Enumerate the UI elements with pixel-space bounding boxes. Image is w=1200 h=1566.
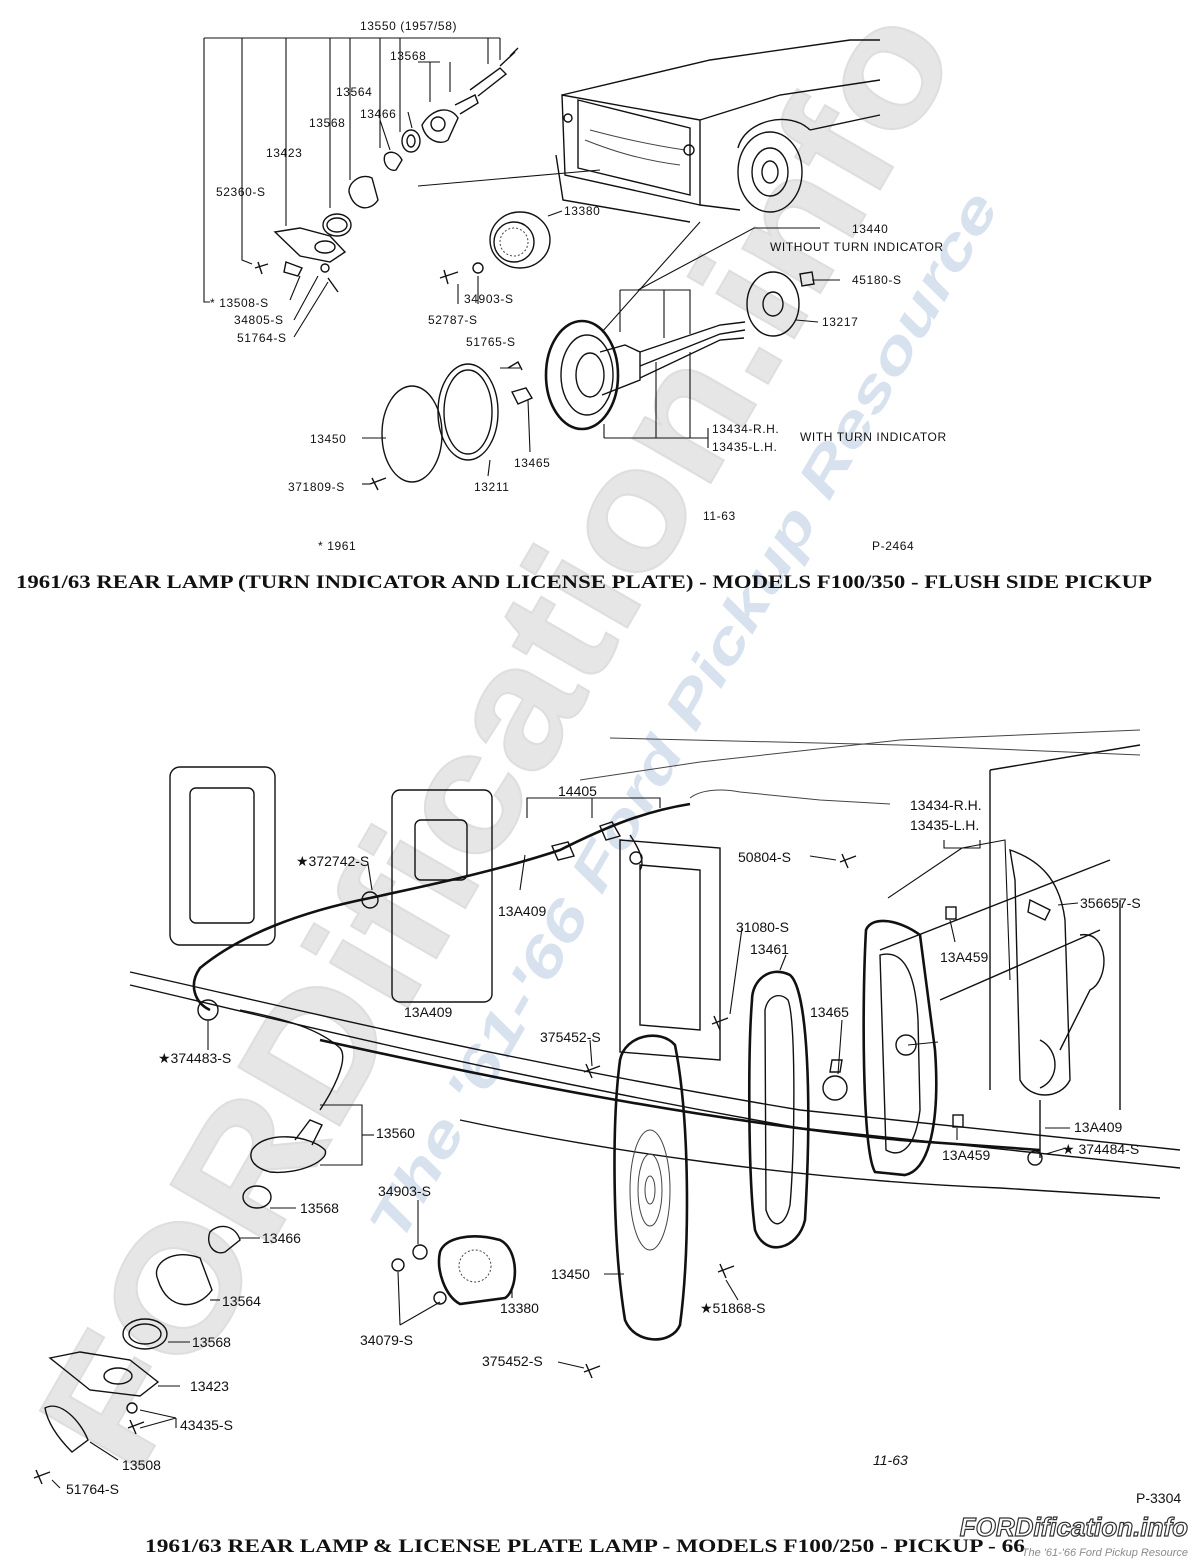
label-43435-s: 43435-S [180,1417,233,1433]
label-13568-upper: 13568 [390,49,426,63]
label-13568-lower: 13568 [309,116,345,130]
label-13564: 13564 [336,85,372,99]
label-13A459-lower: 13A459 [942,1147,990,1163]
label-52360-s: 52360-S [216,185,266,199]
label-374484-s: ★ 374484-S [1062,1141,1139,1157]
label-50804-s: 50804-S [738,849,791,865]
label-13466: 13466 [262,1230,301,1246]
label-356657-s: 356657-S [1080,895,1141,911]
label-13A459-upper: 13A459 [940,949,988,965]
label-13A409-upper: 13A409 [498,903,546,919]
label-14405: 14405 [558,783,597,799]
label-34079-s: 34079-S [360,1332,413,1348]
label-13434-rh: 13434-R.H. [910,797,982,813]
label-34903-s: 34903-S [464,292,514,306]
label-13211: 13211 [474,480,509,494]
top-date-code: 11-63 [703,509,736,523]
label-13568-lower: 13568 [192,1334,231,1350]
label-13461: 13461 [750,941,789,957]
label-13450: 13450 [310,432,346,446]
top-diagram: 13550 (1957/58) 13568 13564 13466 13568 … [16,19,1152,593]
label-371809-s: 371809-S [288,480,345,494]
bottom-labels: 14405 ★372742-S 13A409 13434-R.H. 13435-… [66,783,1181,1506]
label-51764-s: 51764-S [237,331,287,345]
label-13A409-right: 13A409 [1074,1119,1122,1135]
label-375452-s-lower: 375452-S [482,1353,543,1369]
label-13508-s: * 13508-S [210,296,269,310]
watermark-big-text: FORDification.info [2,0,992,1498]
label-13564: 13564 [222,1293,261,1309]
truck-tailgate-drawing [417,39,881,223]
label-13550: 13550 (1957/58) [360,19,457,33]
note-without-turn-indicator: WITHOUT TURN INDICATOR [770,240,944,254]
label-13435-lh: 13435-L.H. [712,440,777,454]
label-13A409-middle: 13A409 [404,1004,452,1020]
label-31080-s: 31080-S [736,919,789,935]
label-375452-s-upper: 375452-S [540,1029,601,1045]
label-13466: 13466 [360,107,396,121]
label-51764-s: 51764-S [66,1481,119,1497]
footer-tagline-text: The '61-'66 Ford Pickup Resource [1022,1547,1188,1559]
top-parts [254,47,815,491]
note-with-turn-indicator: WITH TURN INDICATOR [800,430,947,444]
bottom-diagram: 14405 ★372742-S 13A409 13434-R.H. 13435-… [33,729,1181,1557]
label-13423: 13423 [266,146,302,160]
top-footnote: * 1961 [318,539,356,553]
label-45180-s: 45180-S [852,273,902,287]
bottom-caption: 1961/63 REAR LAMP & LICENSE PLATE LAMP -… [145,1536,1025,1557]
label-13423: 13423 [190,1378,229,1394]
label-13217: 13217 [822,315,858,329]
bottom-lamp-parts [33,853,964,1485]
bottom-figure-code: P-3304 [1136,1490,1181,1506]
label-372742-s: ★372742-S [296,853,369,869]
label-51868-s: ★51868-S [700,1300,765,1316]
label-13465: 13465 [810,1004,849,1020]
label-13508: 13508 [122,1457,161,1473]
label-34903-s: 34903-S [378,1183,431,1199]
label-13434-rh: 13434-R.H. [712,422,779,436]
label-13560: 13560 [376,1125,415,1141]
label-34805-s: 34805-S [234,313,284,327]
label-374483-s: ★374483-S [158,1050,231,1066]
footer-brand-text: FORDification.info [960,1512,1188,1542]
top-leader-lines [203,37,840,485]
top-caption: 1961/63 REAR LAMP (TURN INDICATOR AND LI… [16,572,1152,593]
label-13440: 13440 [852,222,888,236]
top-labels: 13550 (1957/58) 13568 13564 13466 13568 … [210,19,947,553]
label-52787-s: 52787-S [428,313,478,327]
label-13568-upper: 13568 [300,1200,339,1216]
bottom-date-code: 11-63 [873,1452,908,1468]
bottom-leader-lines [51,797,1079,1489]
top-figure-code: P-2464 [872,539,914,553]
label-13380: 13380 [500,1300,539,1316]
label-13380: 13380 [564,204,600,218]
label-51765-s: 51765-S [466,335,516,349]
label-13435-lh: 13435-L.H. [910,817,979,833]
label-13450: 13450 [551,1266,590,1282]
label-13465: 13465 [514,456,550,470]
footer-brand: FORDification.info The '61-'66 Ford Pick… [959,1511,1189,1559]
truck-bed-drawing [129,729,1181,1199]
